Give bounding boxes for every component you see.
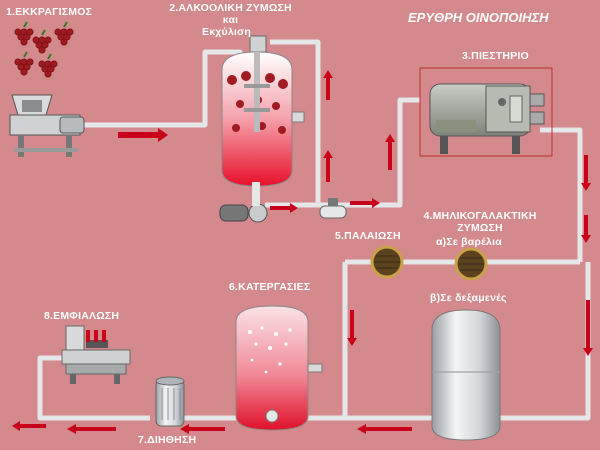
press-machine: [419, 67, 553, 157]
label-step-2-line1: 2.ΑΛΚΟΟΛΙΚΗ ΖΥΜΩΣΗ: [169, 2, 292, 14]
label-step-4b: β)Σε δεξαμενές: [430, 292, 507, 304]
label-step-4-line1: 4.ΜΗΛΙΚΟΓΑΛΑΚΤΙΚΗ: [423, 210, 537, 222]
arrow-down-2: [581, 215, 591, 243]
arrow-down-4: [583, 300, 593, 356]
arrow-right-3: [350, 198, 380, 208]
label-step-2-line3: Εκχύλιση: [202, 26, 251, 38]
bottling-machine: [61, 325, 131, 384]
pump: [219, 182, 268, 223]
pipe-filter-to-bottling: [37, 355, 150, 421]
arrow-right-2: [270, 203, 298, 213]
pipe-crusher-to-tank: [80, 49, 243, 128]
label-step-2: 2.ΑΛΚΟΟΛΙΚΗ ΖΥΜΩΣΗ και: [158, 2, 303, 26]
arrow-left-3: [12, 421, 46, 431]
arrow-left-1: [357, 424, 412, 434]
pipe-vat-loop: [495, 262, 591, 421]
label-step-4a: α)Σε βαρέλια: [436, 236, 502, 248]
fermentation-tank: [221, 35, 305, 187]
arrow-left-2: [67, 424, 116, 434]
label-step-7: 7.ΔΙΗΘΗΣΗ: [138, 434, 197, 446]
arrow-down-1: [581, 155, 591, 191]
barrels: [370, 245, 488, 281]
pipe-tank-top-loop: [270, 39, 321, 205]
crusher-machine: [9, 94, 85, 157]
pipe-press-right: [540, 127, 583, 262]
label-step-1: 1.ΕΚΚΡΑΓΙΣΜΟΣ: [6, 6, 93, 18]
label-step-4-line2: ΖΥΜΩΣΗ: [457, 222, 503, 234]
label-step-3: 3.ΠΙΕΣΤΗΡΙΟ: [462, 50, 529, 62]
arrow-right-1: [118, 128, 168, 142]
label-step-4: 4.ΜΗΛΙΚΟΓΑΛΑΚΤΙΚΗ ΖΥΜΩΣΗ: [410, 210, 550, 234]
arrow-left-4: [180, 424, 225, 434]
label-step-2-line2: και: [222, 14, 239, 26]
arrow-down-3: [347, 310, 357, 346]
label-step-8: 8.ΕΜΦΙΑΛΩΣΗ: [44, 310, 120, 322]
label-step-6: 6.ΚΑΤΕΡΓΑΣΙΕΣ: [229, 281, 311, 293]
steel-vat: [431, 309, 501, 441]
filter-unit: [155, 376, 185, 427]
valve: [319, 198, 347, 219]
label-step-5: 5.ΠΑΛΑΙΩΣΗ: [335, 230, 401, 242]
treatment-tank: [235, 305, 323, 431]
diagram-title: ΕΡΥΘΡΗ ΟΙΝΟΠΟΙΗΣΗ: [408, 10, 549, 25]
arrow-up-1: [323, 70, 333, 100]
arrow-up-2: [323, 150, 333, 182]
flow-arrows: [12, 70, 593, 434]
arrow-up-3: [385, 134, 395, 170]
grape-bunches: [14, 21, 74, 78]
